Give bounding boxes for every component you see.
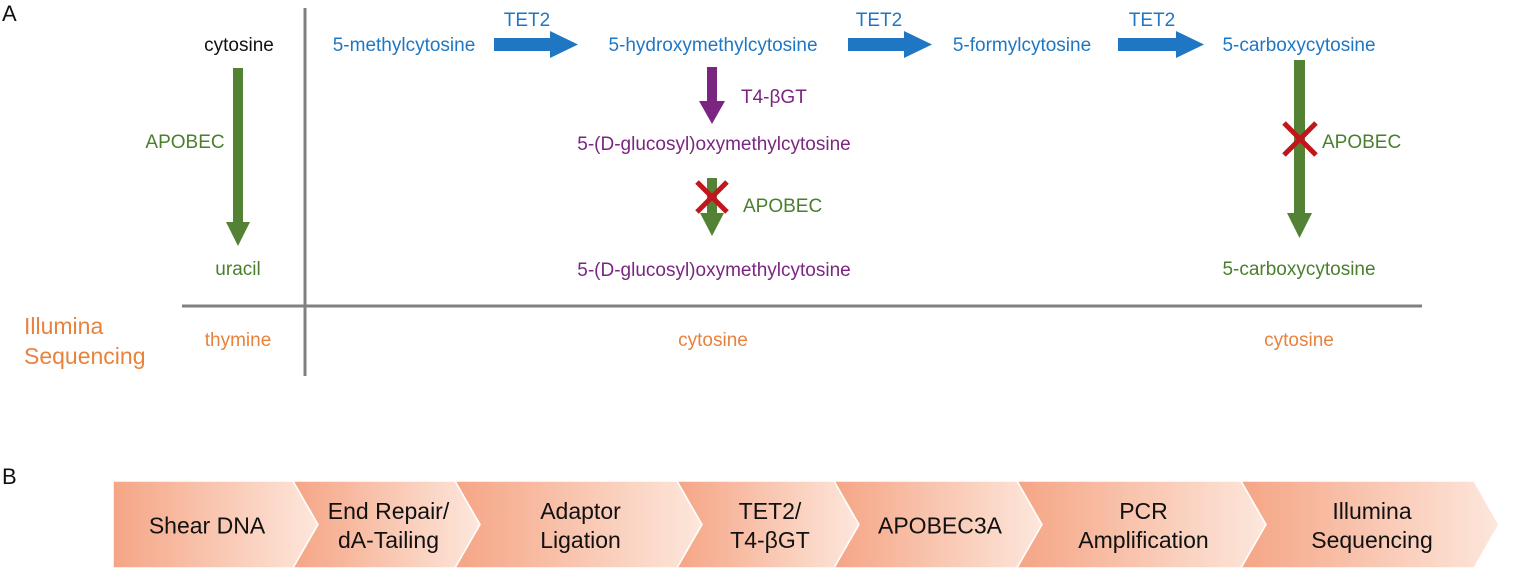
workflow-step-label: End Repair/dA-Tailing [328,497,449,555]
tet2-arrow-3 [1118,31,1204,58]
hydroxymethylcytosine-label: 5-hydroxymethylcytosine [608,35,818,56]
workflow-step-line: T4-βGT [730,526,810,553]
apobec-left-label: APOBEC [145,132,225,153]
workflow-step-label: TET2/T4-βGT [730,497,810,555]
formylcytosine-label: 5-formylcytosine [952,35,1092,56]
carboxycytosine-label: 5-carboxycytosine [1222,35,1376,56]
thymine-readout: thymine [204,330,272,351]
workflow-step-line: TET2/ [738,497,802,524]
tet2-arrow-2 [848,31,932,58]
panel-b-label: B [2,464,17,489]
tet2-label-2: TET2 [855,10,903,31]
workflow-step-line: Ligation [540,526,621,553]
blocked-x-right-icon [1282,121,1318,157]
apobec-mid-label: APOBEC [743,196,823,217]
workflow-step-line: Illumina [1332,497,1412,524]
workflow-step-line: Shear DNA [148,512,266,538]
illumina-label-line1: Illumina [24,313,104,339]
uracil-label: uracil [215,259,261,280]
glucosyl-hmc-label-1: 5-(D-glucosyl)oxymethylcytosine [577,134,851,155]
apobec-arrow-left [226,68,250,246]
cytosine-label: cytosine [204,35,274,56]
panel-a-label: A [2,1,17,26]
workflow-step-line: APOBEC3A [878,512,1002,538]
illumina-label-line2: Sequencing [24,343,146,369]
tet2-arrow-1 [494,31,578,58]
cytosine-readout-right: cytosine [1264,330,1334,351]
carboxycytosine-label-2: 5-carboxycytosine [1222,259,1376,280]
workflow-step-line: End Repair/ [327,497,450,524]
bgt-arrow [699,67,725,124]
tet2-label-1: TET2 [503,10,551,31]
workflow-step-line: Amplification [1078,526,1209,553]
workflow-step-label: Shear DNA [149,511,265,540]
workflow-step-line: dA-Tailing [338,526,439,553]
blocked-x-mid-icon [695,180,729,214]
tet2-label-3: TET2 [1128,10,1176,31]
workflow-step-line: PCR [1119,497,1168,524]
apobec-right-label: APOBEC [1322,132,1402,153]
cytosine-readout-mid: cytosine [678,330,748,351]
bgt-label: T4-βGT [741,87,807,108]
glucosyl-hmc-label-2: 5-(D-glucosyl)oxymethylcytosine [577,260,851,281]
workflow-step-line: Adaptor [540,497,621,524]
workflow-step-line: Sequencing [1311,526,1433,553]
workflow-step-label: APOBEC3A [878,511,1002,540]
methylcytosine-label: 5-methylcytosine [332,35,476,56]
